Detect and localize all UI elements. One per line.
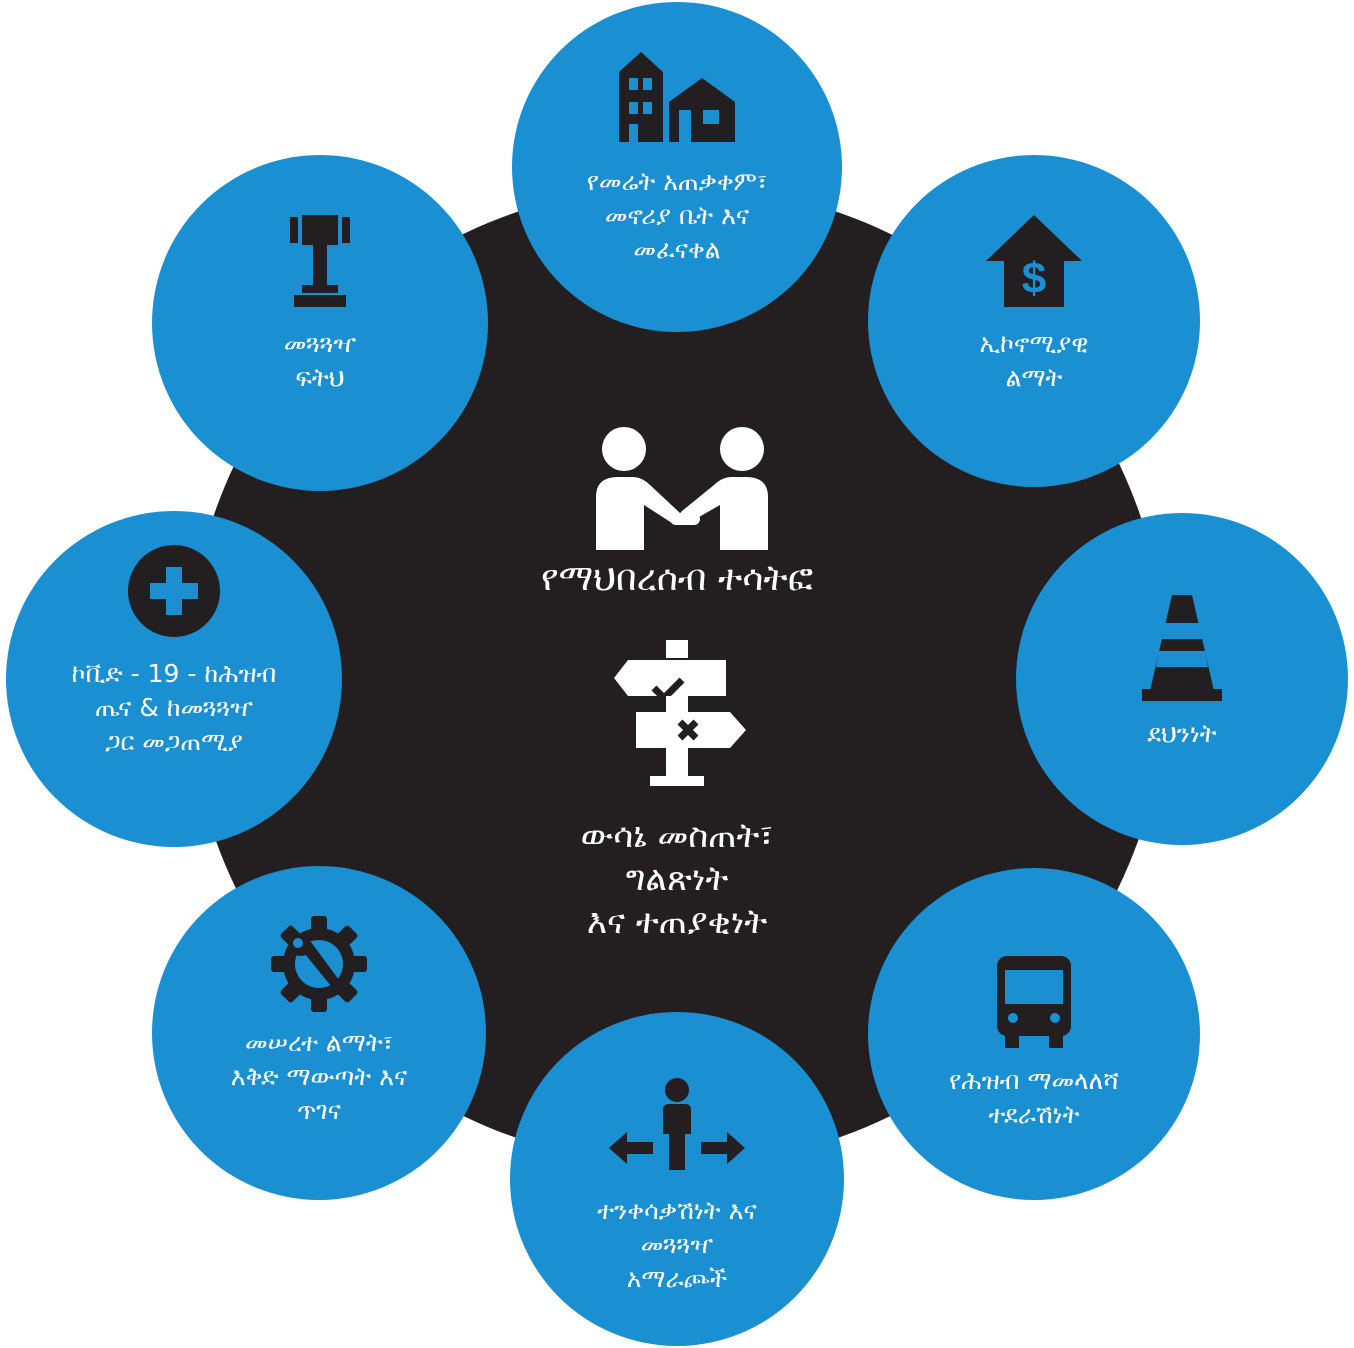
node-public-transit: የሕዝብ ማመላለሻ ተደራሽነት (868, 868, 1200, 1200)
node-label: የመሬት አጠቃቀም፣ መኖሪያ ቤት እና መፈናቀል (586, 167, 768, 264)
node-land-use: የመሬት አጠቃቀም፣ መኖሪያ ቤት እና መፈናቀል (512, 2, 842, 332)
community-engagement-label: የማህበረሰብ ተሳትፎ (541, 558, 813, 599)
node-label: መሠረተ ልማት፣ እቅድ ማውጣት እና ጥገና (230, 1028, 408, 1125)
signpost-icon (614, 640, 746, 786)
svg-text:$: $ (1022, 254, 1046, 303)
handshake-icon (596, 427, 768, 550)
decision-making-label: ውሳኔ መስጠት፣ ግልጽነት እና ተጠያቂነት (580, 816, 774, 942)
node-mobility-options: ተንቀሳቃሽነት እና መጓጓዣ አማራጮች (510, 1012, 844, 1346)
gear-wrench-icon (271, 916, 367, 1012)
bus-icon (997, 956, 1071, 1048)
node-covid-19: ኮቪድ - 19 - ከሕዝብ ጤና & ከመጓጓዣ ጋር መጋጠሚያ (6, 511, 342, 847)
node-infrastructure: መሠረተ ልማት፣ እቅድ ማውጣት እና ጥገና (152, 866, 486, 1200)
gavel-icon (290, 215, 350, 307)
node-economic-development: $ ኢኮኖሚያዊ ልማት (868, 155, 1200, 487)
person-arrows-icon (609, 1078, 745, 1170)
node-label: ተንቀሳቃሽነት እና መጓጓዣ አማራጮች (597, 1196, 757, 1293)
node-label: ኮቪድ - 19 - ከሕዝብ ጤና & ከመጓጓዣ ጋር መጋጠሚያ (71, 659, 277, 756)
node-safety: ደህንነት (1016, 513, 1348, 845)
node-label: የሕዝብ ማመላለሻ ተደራሽነት (949, 1066, 1119, 1129)
node-label: ደህንነት (1147, 719, 1217, 748)
node-label: ኢኮኖሚያዊ ልማት (979, 329, 1089, 392)
medical-cross-icon (128, 545, 220, 637)
node-transportation-justice: መጓጓዣ ፍትህ (152, 155, 488, 491)
node-label: መጓጓዣ ፍትህ (283, 329, 357, 392)
house-dollar-icon: $ (986, 215, 1082, 307)
houses-icon (619, 52, 735, 142)
traffic-cone-icon (1142, 595, 1222, 701)
